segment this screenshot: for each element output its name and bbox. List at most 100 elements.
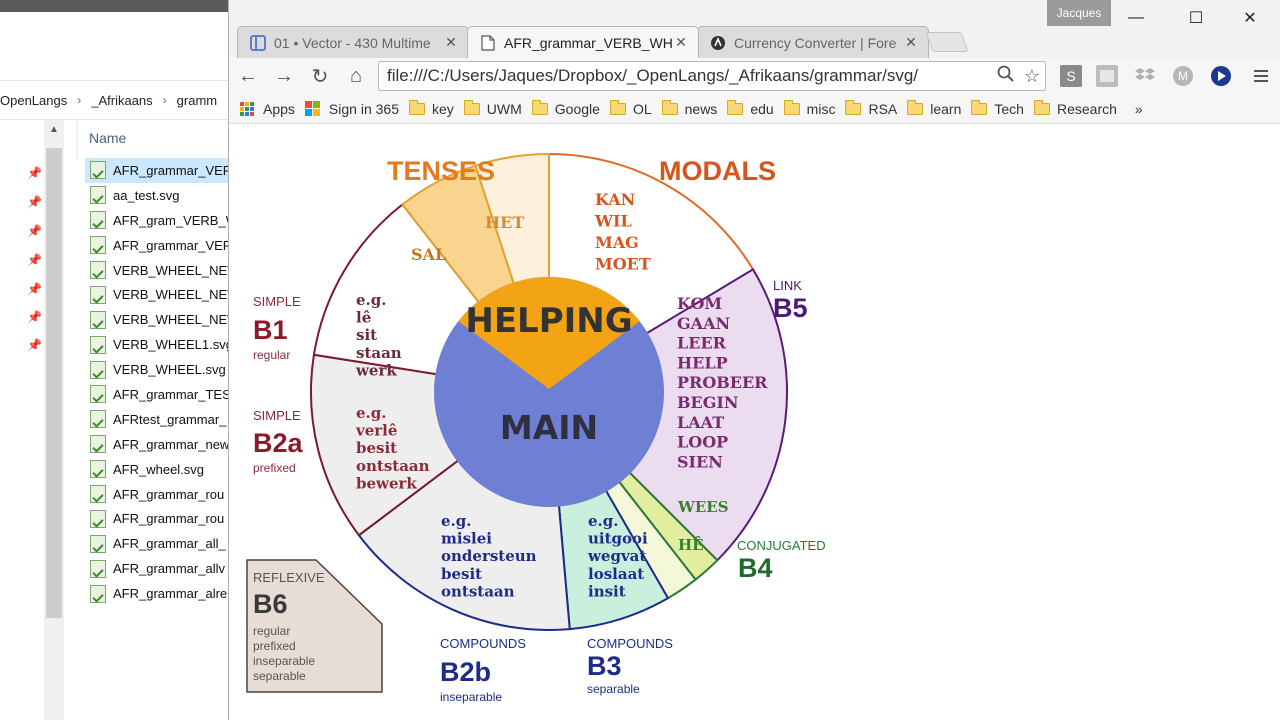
file-list-item[interactable]: AFR_grammar_rou (85, 506, 232, 531)
file-list-item[interactable]: aa_test.svg (85, 183, 232, 208)
b2b-item: ondersteun (441, 547, 537, 565)
navpane-scrollbar[interactable]: ▲ (44, 120, 64, 720)
b6-subs-item: prefixed (253, 639, 296, 653)
file-list-item[interactable]: VERB_WHEEL_NEW (85, 282, 232, 307)
maximize-icon[interactable]: ☐ (1188, 10, 1204, 27)
back-arrow-icon[interactable]: ← (238, 65, 258, 87)
bookmark-apps[interactable]: Apps (239, 101, 295, 117)
bookmark-google[interactable]: Google (531, 100, 600, 117)
b2a-item: besit (356, 439, 397, 457)
tab-verb-wheel[interactable]: AFR_grammar_VERB_WHE ✕ (467, 26, 699, 58)
b2b-sub-label: inseparable (440, 690, 502, 704)
reload-icon[interactable]: ↻ (311, 66, 329, 88)
tab-title: Currency Converter | Fore (734, 34, 897, 51)
play-icon[interactable] (1209, 64, 1233, 88)
file-name: aa_test.svg (113, 187, 180, 203)
forward-arrow-icon[interactable]: → (274, 65, 294, 87)
file-list-item[interactable]: AFRtest_grammar_ (85, 407, 232, 432)
bookmark-sign-in-365[interactable]: Sign in 365 (304, 101, 399, 117)
b3-item: uitgooi (588, 530, 648, 548)
bookmark-rsa[interactable]: RSA (845, 100, 897, 117)
file-name: AFR_grammar_rou (113, 511, 225, 527)
star-icon[interactable]: ☆ (1023, 65, 1041, 86)
b6-subs-item: regular (253, 624, 290, 638)
file-list-item[interactable]: AFR_grammar_allv (85, 556, 232, 581)
file-list-item[interactable]: AFR_grammar_new (85, 432, 232, 457)
b3-sub-label: separable (587, 682, 640, 696)
modal-item: MAG (595, 233, 639, 252)
tab-currency-converter[interactable]: Currency Converter | Fore ✕ (697, 26, 929, 58)
pin-icon: 📌 (27, 338, 42, 352)
file-list-item[interactable]: AFR_grammar_VER (85, 233, 232, 258)
scroll-up-icon[interactable]: ▲ (49, 124, 59, 135)
b1-item: werk (355, 361, 397, 379)
file-list-item[interactable]: VERB_WHEEL1.svg (85, 332, 232, 357)
bookmarks-overflow-button[interactable]: » (1134, 101, 1143, 117)
dropbox-icon[interactable] (1133, 64, 1157, 88)
file-list-item[interactable]: VERB_WHEEL_NEW (85, 307, 232, 332)
file-list-item[interactable]: AFR_wheel.svg (85, 457, 232, 482)
b2a-code: B2a (253, 428, 304, 458)
bookmark-ol[interactable]: OL (609, 100, 652, 117)
search-icon[interactable] (993, 65, 1019, 88)
file-list-item[interactable]: VERB_WHEEL.svg (85, 357, 232, 382)
file-list-item[interactable]: AFR_grammar_rou (85, 482, 232, 507)
bookmark-edu[interactable]: edu (727, 100, 774, 117)
folder-icon (531, 100, 548, 115)
breadcrumb-item[interactable]: gramm (176, 92, 218, 108)
b2a-item: ontstaan (356, 457, 430, 475)
close-icon[interactable]: ✕ (905, 34, 917, 50)
bookmark-research[interactable]: Research (1033, 100, 1117, 117)
address-bar[interactable]: file:///C:/Users/Jaques/Dropbox/_OpenLan… (378, 61, 1046, 91)
b2a-item: bewerk (356, 474, 417, 492)
file-list-item[interactable]: VERB_WHEEL_NEW (85, 258, 232, 283)
bookmark-learn[interactable]: learn (907, 100, 961, 117)
column-header-name[interactable]: Name (89, 130, 127, 146)
new-tab-button[interactable] (925, 32, 969, 52)
b2a-category-label: SIMPLE (253, 408, 301, 423)
currency-icon (710, 35, 726, 51)
file-name: AFR_grammar_new (113, 436, 230, 452)
b3-code: B3 (587, 651, 622, 681)
file-name: AFR_wheel.svg (113, 461, 205, 477)
b3-item: e.g. (588, 512, 618, 530)
close-window-icon[interactable]: ✕ (1243, 10, 1257, 27)
url-text[interactable]: file:///C:/Users/Jaques/Dropbox/_OpenLan… (387, 66, 919, 85)
minimize-icon[interactable]: — (1128, 9, 1144, 26)
menu-icon[interactable] (1249, 64, 1273, 88)
b5-item: HELP (677, 353, 728, 372)
folder-icon (463, 100, 480, 115)
b2a-sub-label: prefixed (253, 461, 296, 475)
file-list-item[interactable]: AFR_grammar_all_ (85, 531, 232, 556)
breadcrumb[interactable]: OpenLangs › _Afrikaans › gramm (0, 80, 232, 120)
file-list-item[interactable]: AFR_grammar_alre (85, 581, 232, 606)
extension-grid-icon[interactable] (1095, 64, 1119, 88)
b5-item: LOOP (677, 433, 728, 452)
file-list-item[interactable]: AFR_grammar_VERB (85, 158, 232, 183)
folder-icon (609, 100, 626, 115)
b3-item: insit (588, 582, 626, 600)
extension-s-icon[interactable]: S (1059, 64, 1083, 88)
extension-m-icon[interactable]: M (1171, 64, 1195, 88)
breadcrumb-item[interactable]: OpenLangs (0, 92, 68, 108)
b5-item: BEGIN (677, 393, 739, 412)
bookmark-news[interactable]: news (661, 100, 717, 117)
profile-button[interactable]: Jacques (1047, 0, 1111, 26)
file-list-item[interactable]: AFR_gram_VERB_W (85, 208, 232, 233)
svg-file-icon (90, 385, 106, 404)
tab-vector[interactable]: 01 • Vector - 430 Multime ✕ (237, 26, 469, 58)
bookmark-uwm[interactable]: UWM (463, 100, 522, 117)
close-icon[interactable]: ✕ (445, 34, 457, 50)
svg-text:S: S (1066, 68, 1075, 84)
scrollbar-thumb[interactable] (46, 148, 62, 618)
breadcrumb-item[interactable]: _Afrikaans (91, 92, 153, 108)
close-icon[interactable]: ✕ (675, 34, 687, 50)
file-list-item[interactable]: AFR_grammar_TES (85, 382, 232, 407)
bookmark-key[interactable]: key (408, 100, 454, 117)
home-icon[interactable]: ⌂ (349, 65, 363, 87)
bookmark-tech[interactable]: Tech (971, 100, 1024, 117)
bookmark-misc[interactable]: misc (783, 100, 835, 117)
